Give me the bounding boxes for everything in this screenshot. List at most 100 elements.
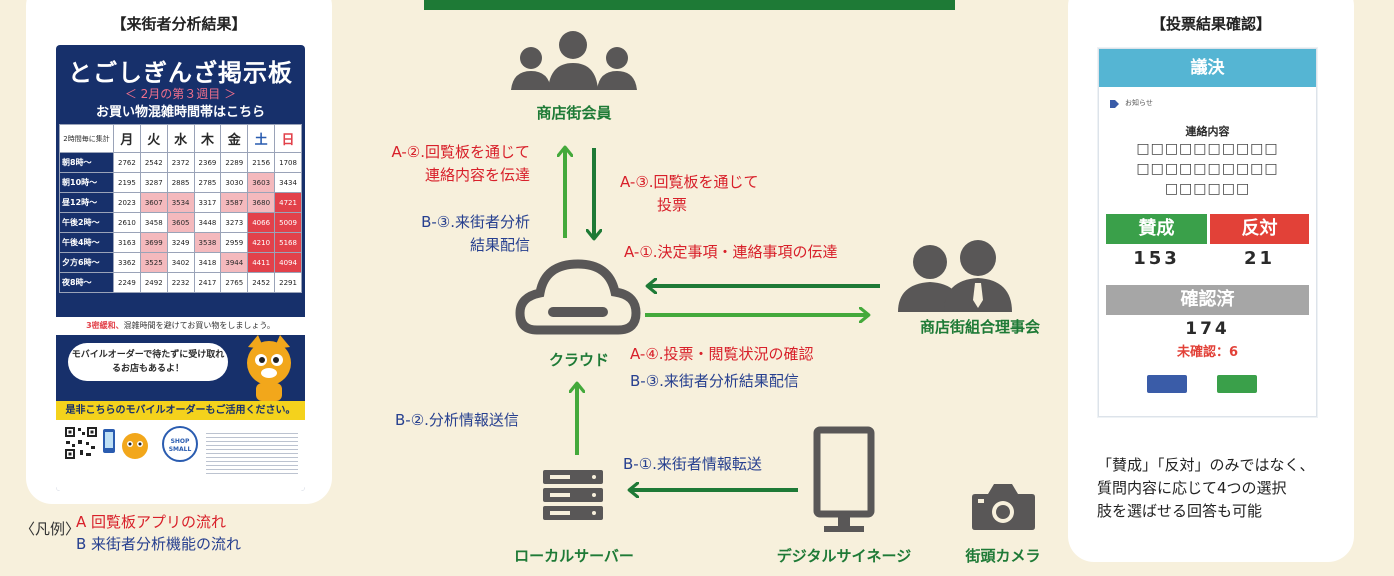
app-action-button-1[interactable] [1147, 375, 1187, 393]
legend-a: A 回覧板アプリの流れ [76, 513, 227, 531]
day-header: 日 [274, 124, 302, 153]
yes-button[interactable]: 賛成 [1106, 214, 1207, 244]
vote-note-line: 肢を選ばせる回答も可能 [1097, 502, 1263, 520]
vote-note-line: 「賛成」「反対」のみではなく、 [1097, 456, 1315, 474]
flow-a3: A-③.回覧板を通じて 投票 [620, 171, 759, 217]
poster-bubble: モバイルオーダーで待たずに受け取れるお店もあるよ！ [68, 343, 228, 381]
members-icon [511, 31, 637, 90]
poster-subtitle: お買い物混雑時間帯はこちら [95, 105, 265, 120]
table-cell: 3249 [166, 232, 195, 253]
table-cell: 2610 [113, 212, 141, 233]
shop-small-text: SHOP SMALL [168, 438, 192, 453]
camera-label: 街頭カメラ [965, 547, 1041, 565]
signage-label: デジタルサイネージ [776, 547, 912, 565]
table-cell: 2762 [113, 152, 141, 173]
smartphone-icon [103, 429, 115, 453]
vote-note-line: 質問内容に応じて4つの選択 [1097, 479, 1287, 497]
flow-b2: B-②.分析情報送信 [395, 411, 519, 429]
table-cell: 3603 [247, 172, 276, 193]
poster-strip: 3密緩和、混雑時間を避けてお買い物をしましょう。 [56, 317, 305, 335]
legend-b: B 来街者分析機能の流れ [76, 535, 242, 553]
content-placeholder-row: □□□□□□ [1164, 181, 1251, 197]
poster-mobile-order: 是非こちらのモバイルオーダーもご活用ください。 [56, 401, 305, 420]
table-cell: 2452 [247, 272, 276, 293]
table-cell: 2372 [166, 152, 195, 173]
day-header: 火 [139, 124, 168, 153]
strip-text: 混雑時間を避けてお買い物をしましょう。 [123, 321, 275, 330]
cloud-label: クラウド [548, 351, 609, 369]
table-cell: 2291 [274, 272, 302, 293]
table-cell: 4066 [247, 212, 276, 233]
content-placeholder-row: □□□□□□□□□□ [1136, 161, 1279, 177]
tag-icon [1110, 100, 1119, 108]
content-label: 連絡内容 [1185, 125, 1230, 138]
no-count: 21 [1243, 248, 1276, 269]
poster-week: ＜ 2月の第３週目 ＞ [124, 87, 237, 101]
table-cell: 2369 [193, 152, 222, 173]
table-cell: 2417 [193, 272, 222, 293]
cloud-icon [515, 259, 641, 335]
board-label: 商店街組合理事会 [919, 318, 1040, 336]
table-cell: 3163 [113, 232, 141, 253]
app-action-button-2[interactable] [1217, 375, 1257, 393]
flow-a2-line2: 連絡内容を伝達 [424, 166, 530, 184]
no-button[interactable]: 反対 [1210, 214, 1309, 244]
day-header: 金 [220, 124, 249, 153]
row-time-label: 昼12時～ [59, 192, 114, 213]
table-cell: 3605 [166, 212, 195, 233]
day-header: 木 [193, 124, 222, 153]
confirmed-button[interactable]: 確認済 [1106, 285, 1309, 315]
table-cell: 3434 [274, 172, 302, 193]
board-members-icon [898, 240, 1012, 312]
vote-panel-title: 【投票結果確認】 [1150, 15, 1271, 33]
shop-small-logo: SHOP SMALL [162, 426, 198, 462]
visitor-poster: とごしぎんざ掲示板 ＜ 2月の第３週目 ＞ お買い物混雑時間帯はこちら 2時間毎… [56, 45, 305, 491]
row-time-label: 夜8時～ [59, 272, 114, 293]
notice-label: お知らせ [1125, 99, 1153, 107]
flow-b3-right: B-③.来街者分析結果配信 [630, 372, 799, 390]
table-cell: 3699 [139, 232, 168, 253]
server-icon [543, 470, 603, 520]
flow-a4: A-④.投票・閲覧状況の確認 [630, 345, 814, 363]
flow-b1: B-①.来街者情報転送 [623, 455, 762, 473]
flow-b3-left-line1: B-③.来街者分析 [421, 213, 530, 231]
flow-b3-left-line2: 結果配信 [469, 236, 530, 254]
top-banner [424, 0, 955, 10]
day-header: 土 [247, 124, 276, 153]
flow-a2: A-②.回覧板を通じて 連絡内容を伝達 [318, 141, 530, 187]
analysis-panel-title: 【来街者分析結果】 [111, 15, 247, 33]
table-cell: 2249 [113, 272, 141, 293]
row-time-label: 午後4時～ [59, 232, 114, 253]
table-cell: 4411 [247, 252, 276, 273]
table-cell: 3402 [166, 252, 195, 273]
digital-signage-icon [813, 426, 875, 532]
table-cell: 5009 [274, 212, 302, 233]
camera-icon [972, 484, 1035, 530]
flow-a3-line2: 投票 [657, 196, 688, 214]
table-cell: 2232 [166, 272, 195, 293]
day-header: 月 [113, 124, 141, 153]
table-cell: 2542 [139, 152, 168, 173]
table-cell: 3362 [113, 252, 141, 273]
yes-count: 153 [1133, 248, 1180, 269]
table-cell: 2492 [139, 272, 168, 293]
confirmed-count: 174 [1185, 319, 1230, 339]
poster-title: とごしぎんざ掲示板 [68, 59, 293, 87]
unconfirmed-count: 未確認：6 [1176, 345, 1239, 360]
table-cell: 2023 [113, 192, 141, 213]
content-placeholder-row: □□□□□□□□□□ [1136, 141, 1279, 157]
flow-a3-line1: A-③.回覧板を通じて [620, 173, 759, 191]
members-label: 商店街会員 [536, 104, 612, 122]
table-cell: 2765 [220, 272, 249, 293]
flow-a1: A-①.決定事項・連絡事項の伝達 [624, 243, 838, 261]
flow-a2-line1: A-②.回覧板を通じて [391, 143, 530, 161]
qr-code-icon [64, 426, 98, 460]
